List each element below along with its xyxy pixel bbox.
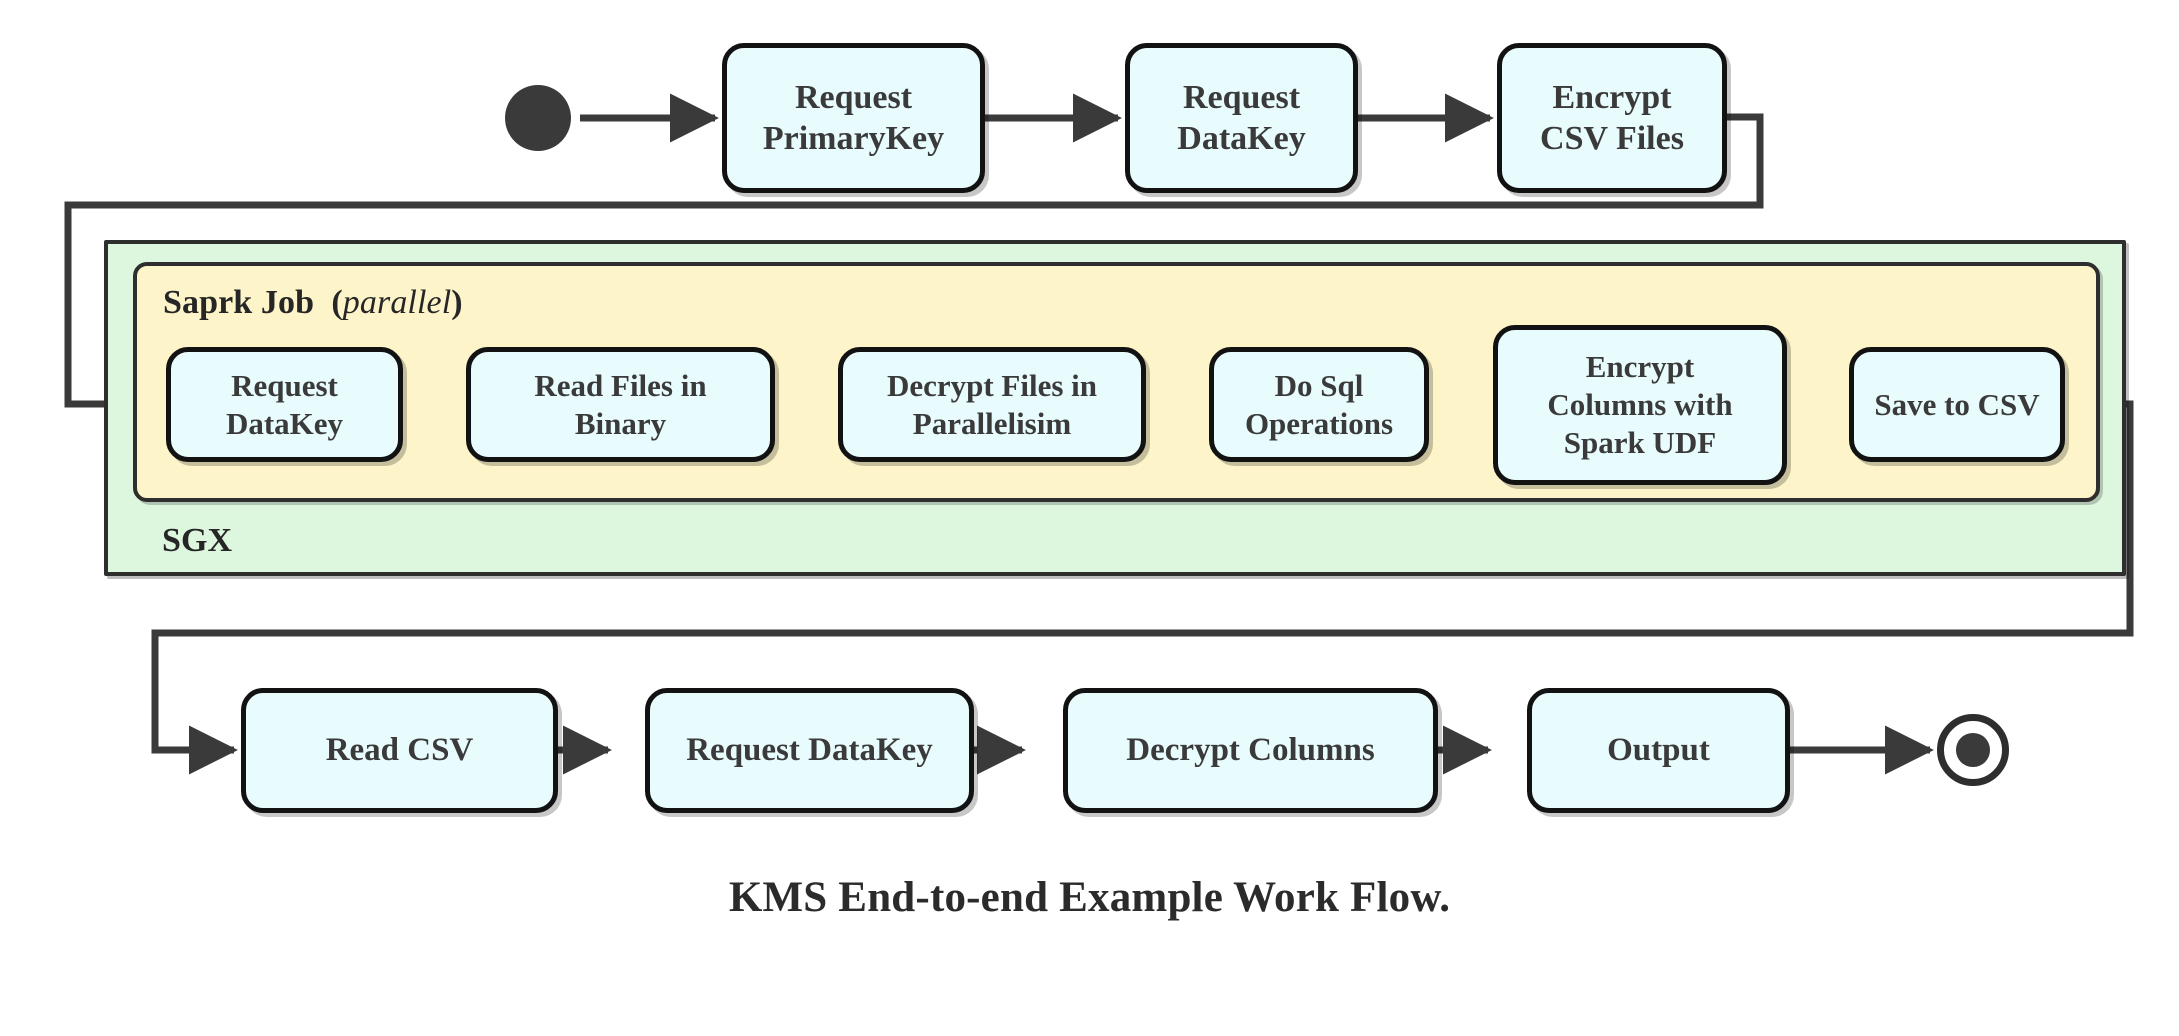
node-do-sql-operations[interactable]: Do Sql Operations [1209,347,1429,462]
node-decrypt-files-in-parallelisim[interactable]: Decrypt Files in Parallelisim [838,347,1146,462]
node-line: Decrypt Files in [886,367,1098,403]
node-line: Operations [1244,405,1394,441]
node-read-files-in-binary[interactable]: Read Files in Binary [466,347,775,462]
node-line: PrimaryKey [762,120,945,157]
paren-open: ( [331,284,343,321]
node-line: Read CSV [325,732,474,769]
region-spark-job-label-main: Saprk Job [163,284,315,321]
node-line: Binary [574,405,667,441]
node-decrypt-columns[interactable]: Decrypt Columns [1063,688,1438,813]
node-request-primarykey[interactable]: Request PrimaryKey [722,43,985,193]
region-spark-job-label-italic: parallel [342,284,452,321]
region-sgx-label: SGX [162,522,233,559]
region-spark-job-label: Saprk Job (parallel) [163,284,463,322]
node-line: Request [231,367,338,403]
node-line: Request DataKey [686,732,933,769]
node-line: Encrypt [1585,349,1695,385]
node-output[interactable]: Output [1527,688,1790,813]
node-line: Output [1607,732,1710,769]
node-line: Decrypt Columns [1126,732,1375,769]
end-node-inner [1956,733,1990,767]
node-line: Request [794,78,913,116]
node-line: Request [1182,78,1301,116]
node-line: Parallelisim [912,405,1072,441]
node-request-datakey-top[interactable]: Request DataKey [1125,43,1358,193]
node-line: CSV Files [1540,120,1684,157]
end-node [1937,714,2009,786]
node-line: Encrypt [1552,78,1672,116]
node-request-datakey-spark[interactable]: Request DataKey [166,347,403,462]
figure-caption: KMS End-to-end Example Work Flow. [728,874,1451,921]
node-line: Read Files in [534,367,707,403]
node-read-csv[interactable]: Read CSV [241,688,558,813]
paren-close: ) [451,284,463,321]
node-encrypt-columns-with-spark-udf[interactable]: Encrypt Columns with Spark UDF [1493,325,1787,485]
node-line: Save to CSV [1874,386,2040,422]
node-line: Spark UDF [1563,424,1717,460]
node-line: Do Sql [1274,367,1364,403]
start-node [505,85,571,151]
node-encrypt-csv-files[interactable]: Encrypt CSV Files [1497,43,1727,193]
node-line: DataKey [1177,120,1306,157]
node-request-datakey-bottom[interactable]: Request DataKey [645,688,974,813]
node-line: DataKey [225,405,344,441]
node-line: Columns with [1547,387,1733,423]
node-save-to-csv[interactable]: Save to CSV [1849,347,2065,462]
